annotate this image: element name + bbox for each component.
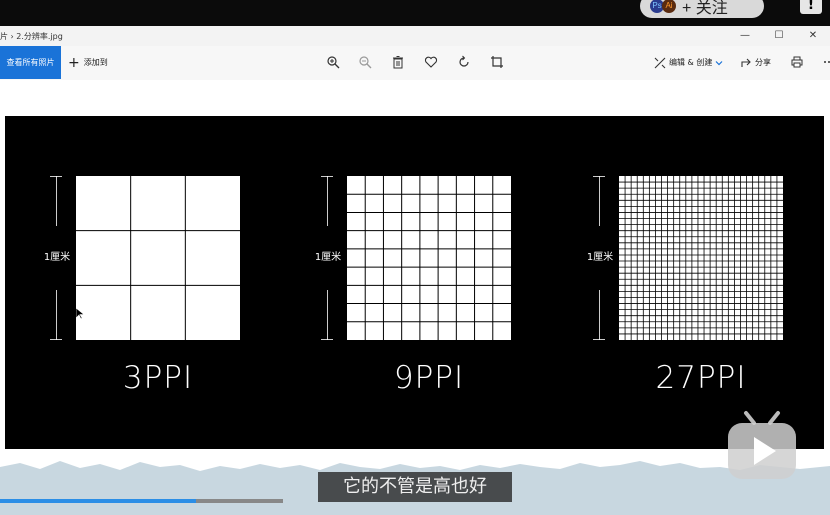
ppi-label: 3PPI (122, 360, 194, 396)
dimension-tick (50, 176, 62, 177)
share-button[interactable]: 分享 (740, 46, 771, 79)
add-to-button[interactable]: + 添加到 (68, 46, 108, 79)
dimension-tick (321, 339, 333, 340)
edit-create-label: 编辑 & 创建 (669, 58, 713, 67)
ppi-label: 27PPI (655, 360, 747, 396)
dimension-label: 1厘米 (586, 252, 614, 263)
title-bar: 片 › 2.分辨率.jpg — ☐ ✕ (0, 26, 830, 46)
dimension-tick (321, 176, 333, 177)
dimension-label: 1厘米 (314, 252, 342, 263)
window-controls: — ☐ ✕ (728, 26, 830, 46)
photoshop-avatar-icon: Ps (650, 0, 664, 13)
dimension-line (56, 176, 57, 226)
share-label: 分享 (755, 58, 771, 67)
favorite-icon[interactable] (424, 55, 438, 69)
report-icon[interactable]: ! (800, 0, 822, 14)
mouse-cursor-icon (76, 308, 84, 320)
follow-label: + 关注 (682, 0, 728, 17)
maximize-button[interactable]: ☐ (774, 30, 784, 41)
more-icon[interactable] (822, 55, 830, 69)
dimension-tick (593, 339, 605, 340)
add-to-label: 添加到 (83, 58, 108, 67)
displayed-image: 1厘米 3PPI 1厘米 9PPI 1厘米 27PPI (5, 116, 824, 449)
dimension-line (599, 290, 600, 340)
window-title: 片 › 2.分辨率.jpg (0, 31, 63, 41)
zoom-out-icon[interactable] (358, 55, 372, 69)
video-progress-fill (0, 499, 196, 503)
edit-create-button[interactable]: 编辑 & 创建 (654, 46, 723, 79)
zoom-in-icon[interactable] (326, 55, 340, 69)
photo-viewer: 1厘米 3PPI 1厘米 9PPI 1厘米 27PPI (0, 80, 830, 515)
toolbar: 查看所有照片 + 添加到 编辑 & 创建 分享 (0, 46, 830, 80)
delete-icon[interactable] (391, 55, 405, 69)
pixel-grid (347, 176, 511, 340)
dimension-line (327, 176, 328, 226)
dimension-line (599, 176, 600, 226)
dimension-line (327, 290, 328, 340)
ppi-label: 9PPI (393, 360, 465, 396)
illustrator-avatar-icon: Ai (662, 0, 676, 13)
close-button[interactable]: ✕ (808, 30, 818, 41)
pixel-grid (76, 176, 240, 340)
view-all-photos-button[interactable]: 查看所有照片 (0, 46, 61, 79)
dimension-tick (593, 176, 605, 177)
chevron-down-icon (715, 60, 723, 65)
follow-button[interactable]: Ps Ai + 关注 (640, 0, 764, 18)
minimize-button[interactable]: — (740, 30, 750, 41)
bilibili-tv-icon (728, 411, 796, 479)
edit-icon (654, 57, 666, 68)
plus-icon: + (68, 54, 80, 71)
dimension-label: 1厘米 (43, 252, 71, 263)
dimension-line (56, 290, 57, 340)
rotate-icon[interactable] (457, 55, 471, 69)
print-icon[interactable] (790, 55, 804, 69)
share-icon (741, 58, 751, 67)
dimension-tick (50, 339, 62, 340)
pixel-grid (619, 176, 783, 340)
crop-icon[interactable] (490, 55, 504, 69)
photos-window: 片 › 2.分辨率.jpg — ☐ ✕ 查看所有照片 + 添加到 编辑 & 创建… (0, 26, 830, 515)
video-subtitle: 它的不管是高也好 (318, 472, 512, 502)
